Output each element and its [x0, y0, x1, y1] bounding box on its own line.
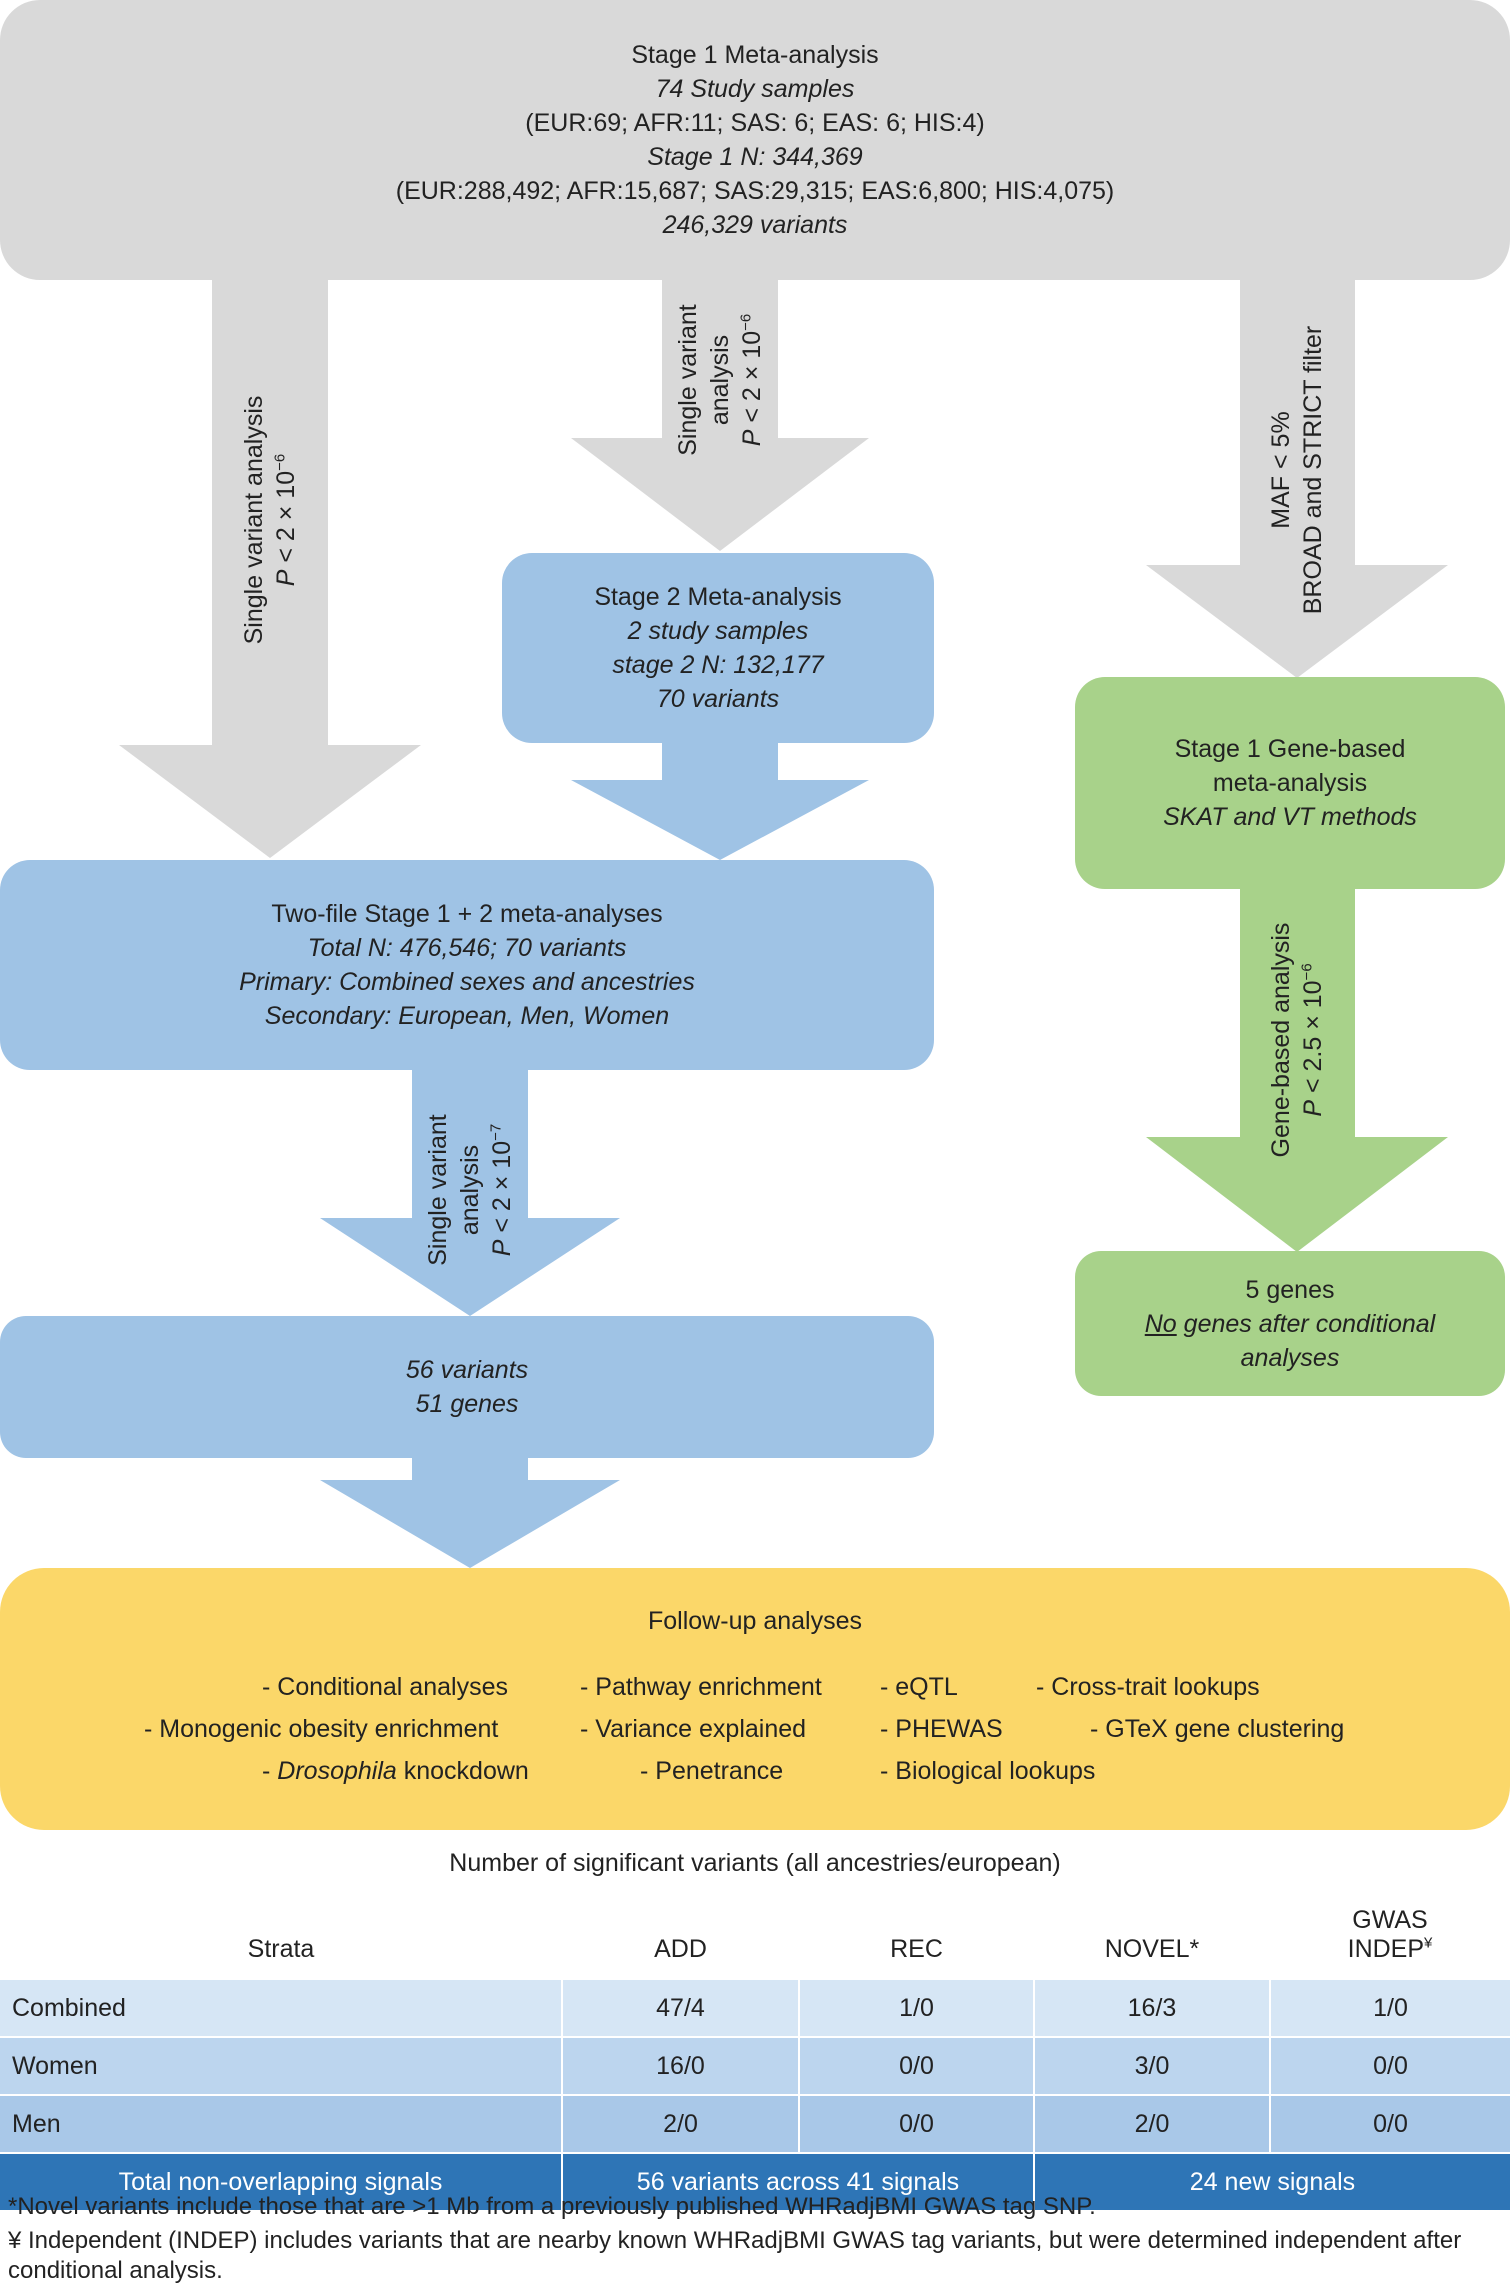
followup-item: - Penetrance	[640, 1757, 784, 1785]
arrow-mid-line1: Single variant	[674, 304, 702, 456]
cell-gwas-indep: 0/0	[1269, 2036, 1510, 2095]
followup-title: Follow-up analyses	[648, 1607, 862, 1635]
arrow-stage1-to-stage2	[571, 275, 869, 551]
arrow-twofile-to-result	[320, 1065, 620, 1316]
result-variants: 56 variants	[405, 1356, 529, 1384]
arrow-bottom-p: P < 2 × 10−7	[487, 1123, 516, 1257]
followup-item: - Conditional analyses	[262, 1673, 508, 1701]
cell-novel: 3/0	[1033, 2036, 1270, 2095]
twofile-box: Two-file Stage 1 + 2 meta-analyses Total…	[0, 860, 934, 1070]
footnote-novel: *Novel variants include those that are >…	[8, 2193, 1096, 2220]
stage1-n-breakdown: (EUR:288,492; AFR:15,687; SAS:29,315; EA…	[395, 177, 1115, 205]
twofile-total: Total N: 476,546; 70 variants	[307, 934, 627, 962]
twofile-title: Two-file Stage 1 + 2 meta-analyses	[271, 900, 663, 928]
followup-item: - GTeX gene clustering	[1090, 1715, 1345, 1743]
stage1-samples: 74 Study samples	[655, 75, 855, 103]
header-strata: Strata	[247, 1935, 315, 1963]
stage1-samples-breakdown: (EUR:69; AFR:11; SAS: 6; EAS: 6; HIS:4)	[525, 109, 985, 137]
total-new-signals: 24 new signals	[1033, 2152, 1510, 2210]
stage2-box: Stage 2 Meta-analysis 2 study samples st…	[502, 553, 934, 743]
arrow-bottom-label: Single variant analysis P < 2 × 10−7	[422, 1114, 518, 1265]
genebased-methods: SKAT and VT methods	[1163, 803, 1417, 831]
twofile-primary: Primary: Combined sexes and ancestries	[239, 968, 695, 996]
cell-gwas-indep: 1/0	[1269, 1978, 1510, 2037]
followup-box: Follow-up analyses - Conditional analyse…	[0, 1568, 1510, 1830]
cell-strata: Men	[0, 2094, 562, 2153]
stage1-variants: 246,329 variants	[662, 211, 848, 239]
arrow-genebased-to-genes	[1146, 880, 1448, 1252]
arrow-right-label: MAF < 5% BROAD and STRICT filter	[1265, 326, 1329, 615]
followup-item: - Biological lookups	[880, 1757, 1096, 1785]
cell-add: 2/0	[561, 2094, 799, 2153]
genebased-box: Stage 1 Gene-based meta-analysis SKAT an…	[1075, 677, 1505, 889]
arrow-stage1-to-twofile	[119, 275, 421, 858]
cell-add: 47/4	[561, 1978, 799, 2037]
arrow-mid-line2: analysis	[706, 334, 734, 426]
table-total-row: Total non-overlapping signals 56 variant…	[0, 2152, 1510, 2210]
result-box: 56 variants 51 genes	[0, 1316, 934, 1458]
header-add: ADD	[654, 1935, 707, 1963]
total-variants: 56 variants across 41 signals	[561, 2152, 1034, 2210]
arrow-mid-p: P < 2 × 10−6	[737, 313, 766, 447]
genebased-title2: meta-analysis	[1212, 769, 1368, 797]
genes5-box: 5 genes No genes after conditional analy…	[1075, 1251, 1505, 1396]
stage1-box: Stage 1 Meta-analysis 74 Study samples (…	[0, 0, 1510, 280]
arrow-bottom-line2: analysis	[456, 1144, 484, 1236]
stage1-n: Stage 1 N: 344,369	[647, 143, 863, 171]
cell-rec: 0/0	[798, 2036, 1034, 2095]
arrow-left-line1: Single variant analysis	[240, 395, 268, 645]
followup-item: - eQTL	[880, 1673, 958, 1701]
header-novel: NOVEL*	[1104, 1935, 1200, 1963]
cell-rec: 1/0	[798, 1978, 1034, 2037]
followup-item-drosophila: - Drosophila knockdown	[262, 1757, 529, 1785]
cell-novel: 2/0	[1033, 2094, 1270, 2153]
table-row: Men 2/0 0/0 2/0 0/0	[0, 2094, 1510, 2153]
followup-item: - Variance explained	[580, 1715, 807, 1743]
genes5-title: 5 genes	[1245, 1275, 1335, 1304]
followup-item: - Cross-trait lookups	[1036, 1673, 1260, 1701]
arrow-gene-label: Gene-based analysis P < 2.5 × 10−6	[1265, 923, 1329, 1158]
total-label: Total non-overlapping signals	[0, 2152, 562, 2210]
cell-rec: 0/0	[798, 2094, 1034, 2153]
stage2-variants: 70 variants	[656, 685, 780, 713]
table-row: Combined 47/4 1/0 16/3 1/0	[0, 1978, 1510, 2037]
arrow-right-line2: BROAD and STRICT filter	[1299, 325, 1327, 615]
stage2-n: stage 2 N: 132,177	[612, 651, 824, 679]
cell-strata: Women	[0, 2036, 562, 2095]
stage1-title: Stage 1 Meta-analysis	[631, 41, 879, 69]
cell-gwas-indep: 0/0	[1269, 2094, 1510, 2153]
genes5-note: No genes after conditional	[1144, 1309, 1436, 1338]
followup-item: - Pathway enrichment	[580, 1673, 822, 1701]
result-genes: 51 genes	[415, 1390, 519, 1418]
table-title: Number of significant variants (all ance…	[449, 1849, 1061, 1877]
genebased-title1: Stage 1 Gene-based	[1174, 735, 1406, 763]
arrow-left-p: P < 2 × 10−6	[271, 453, 300, 587]
stage2-samples: 2 study samples	[627, 617, 809, 645]
followup-item: - Monogenic obesity enrichment	[144, 1715, 499, 1743]
cell-add: 16/0	[561, 2036, 799, 2095]
stage2-title: Stage 2 Meta-analysis	[594, 583, 842, 611]
arrow-right-line1: MAF < 5%	[1267, 411, 1295, 529]
twofile-secondary: Secondary: European, Men, Women	[264, 1002, 670, 1030]
header-rec: REC	[890, 1935, 943, 1963]
genes5-note2: analyses	[1240, 1343, 1340, 1372]
arrow-bottom-line1: Single variant	[424, 1114, 452, 1266]
arrow-gene-line1: Gene-based analysis	[1267, 922, 1295, 1158]
cell-strata: Combined	[0, 1978, 562, 2037]
footnote-indep: ¥ Independent (INDEP) includes variants …	[8, 2227, 1462, 2284]
arrow-result-to-followup	[320, 1455, 620, 1568]
arrow-left-label: Single variant analysis P < 2 × 10−6	[238, 396, 302, 645]
arrow-stage1-to-genebased	[1146, 275, 1448, 678]
followup-item: - PHEWAS	[880, 1715, 1003, 1743]
arrow-gene-p: P < 2.5 × 10−6	[1298, 963, 1327, 1117]
table-row: Women 16/0 0/0 3/0 0/0	[0, 2036, 1510, 2095]
cell-novel: 16/3	[1033, 1978, 1270, 2037]
arrow-stage2-to-twofile	[571, 740, 869, 860]
arrow-mid-label: Single variant analysis P < 2 × 10−6	[672, 304, 768, 455]
